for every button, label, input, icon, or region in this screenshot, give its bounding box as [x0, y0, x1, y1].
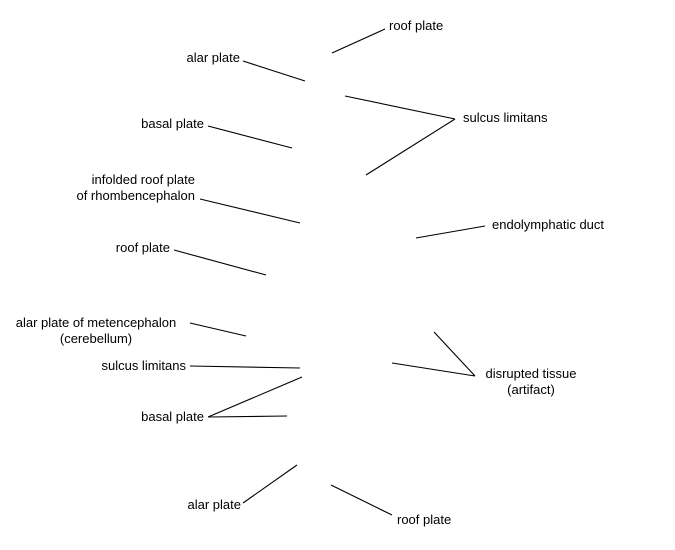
leader-line-disrupted-tissue-b [433, 331, 476, 377]
label-alar-plate-top: alar plate [186, 50, 240, 65]
label-infolded-roof-plate: infolded roof plate of rhombencephalon [50, 172, 195, 204]
leader-line-basal-plate-bottom-a [207, 376, 303, 418]
label-alar-plate-bottom: alar plate [187, 497, 241, 512]
leader-line-roof-plate-bottom [330, 484, 393, 516]
leader-line-infolded-roof-plate [199, 198, 301, 224]
label-disrupted-tissue-line1: disrupted tissue [485, 366, 577, 381]
label-sulcus-limitans-top: sulcus limitans [463, 110, 548, 125]
leader-line-endolymphatic-duct [415, 225, 486, 239]
leader-line-sulcus-limitans-top-b [365, 118, 456, 176]
label-alar-plate-metencephalon-line1: alar plate of metencephalon [15, 315, 177, 330]
label-alar-plate-metencephalon: alar plate of metencephalon (cerebellum) [4, 315, 188, 347]
leader-line-disrupted-tissue-a [391, 362, 476, 377]
label-roof-plate-top: roof plate [389, 18, 444, 33]
label-roof-plate-bottom: roof plate [397, 512, 452, 527]
leader-line-alar-plate-metencephalon [189, 322, 247, 337]
label-disrupted-tissue: disrupted tissue (artifact) [472, 366, 590, 398]
label-disrupted-tissue-line2: (artifact) [507, 382, 555, 397]
label-sulcus-limitans-bottom: sulcus limitans [101, 358, 186, 373]
leader-line-alar-plate-bottom [242, 464, 298, 504]
leader-line-sulcus-limitans-top-a [344, 95, 456, 120]
label-alar-plate-metencephalon-line2: (cerebellum) [59, 331, 133, 346]
label-basal-plate-top: basal plate [141, 116, 204, 131]
leader-line-alar-plate-top [242, 60, 306, 82]
leader-line-roof-plate-middle [173, 249, 267, 276]
leader-line-basal-plate-bottom-b [207, 415, 288, 418]
label-infolded-roof-plate-line2: of rhombencephalon [76, 188, 195, 203]
label-endolymphatic-duct: endolymphatic duct [492, 217, 605, 232]
leader-line-basal-plate-top [207, 125, 293, 149]
label-infolded-roof-plate-line1: infolded roof plate [91, 172, 195, 187]
leader-line-sulcus-limitans-bottom [189, 365, 301, 369]
label-roof-plate-middle: roof plate [115, 240, 170, 255]
leader-line-roof-plate-top [331, 28, 386, 54]
label-basal-plate-bottom: basal plate [141, 409, 204, 424]
